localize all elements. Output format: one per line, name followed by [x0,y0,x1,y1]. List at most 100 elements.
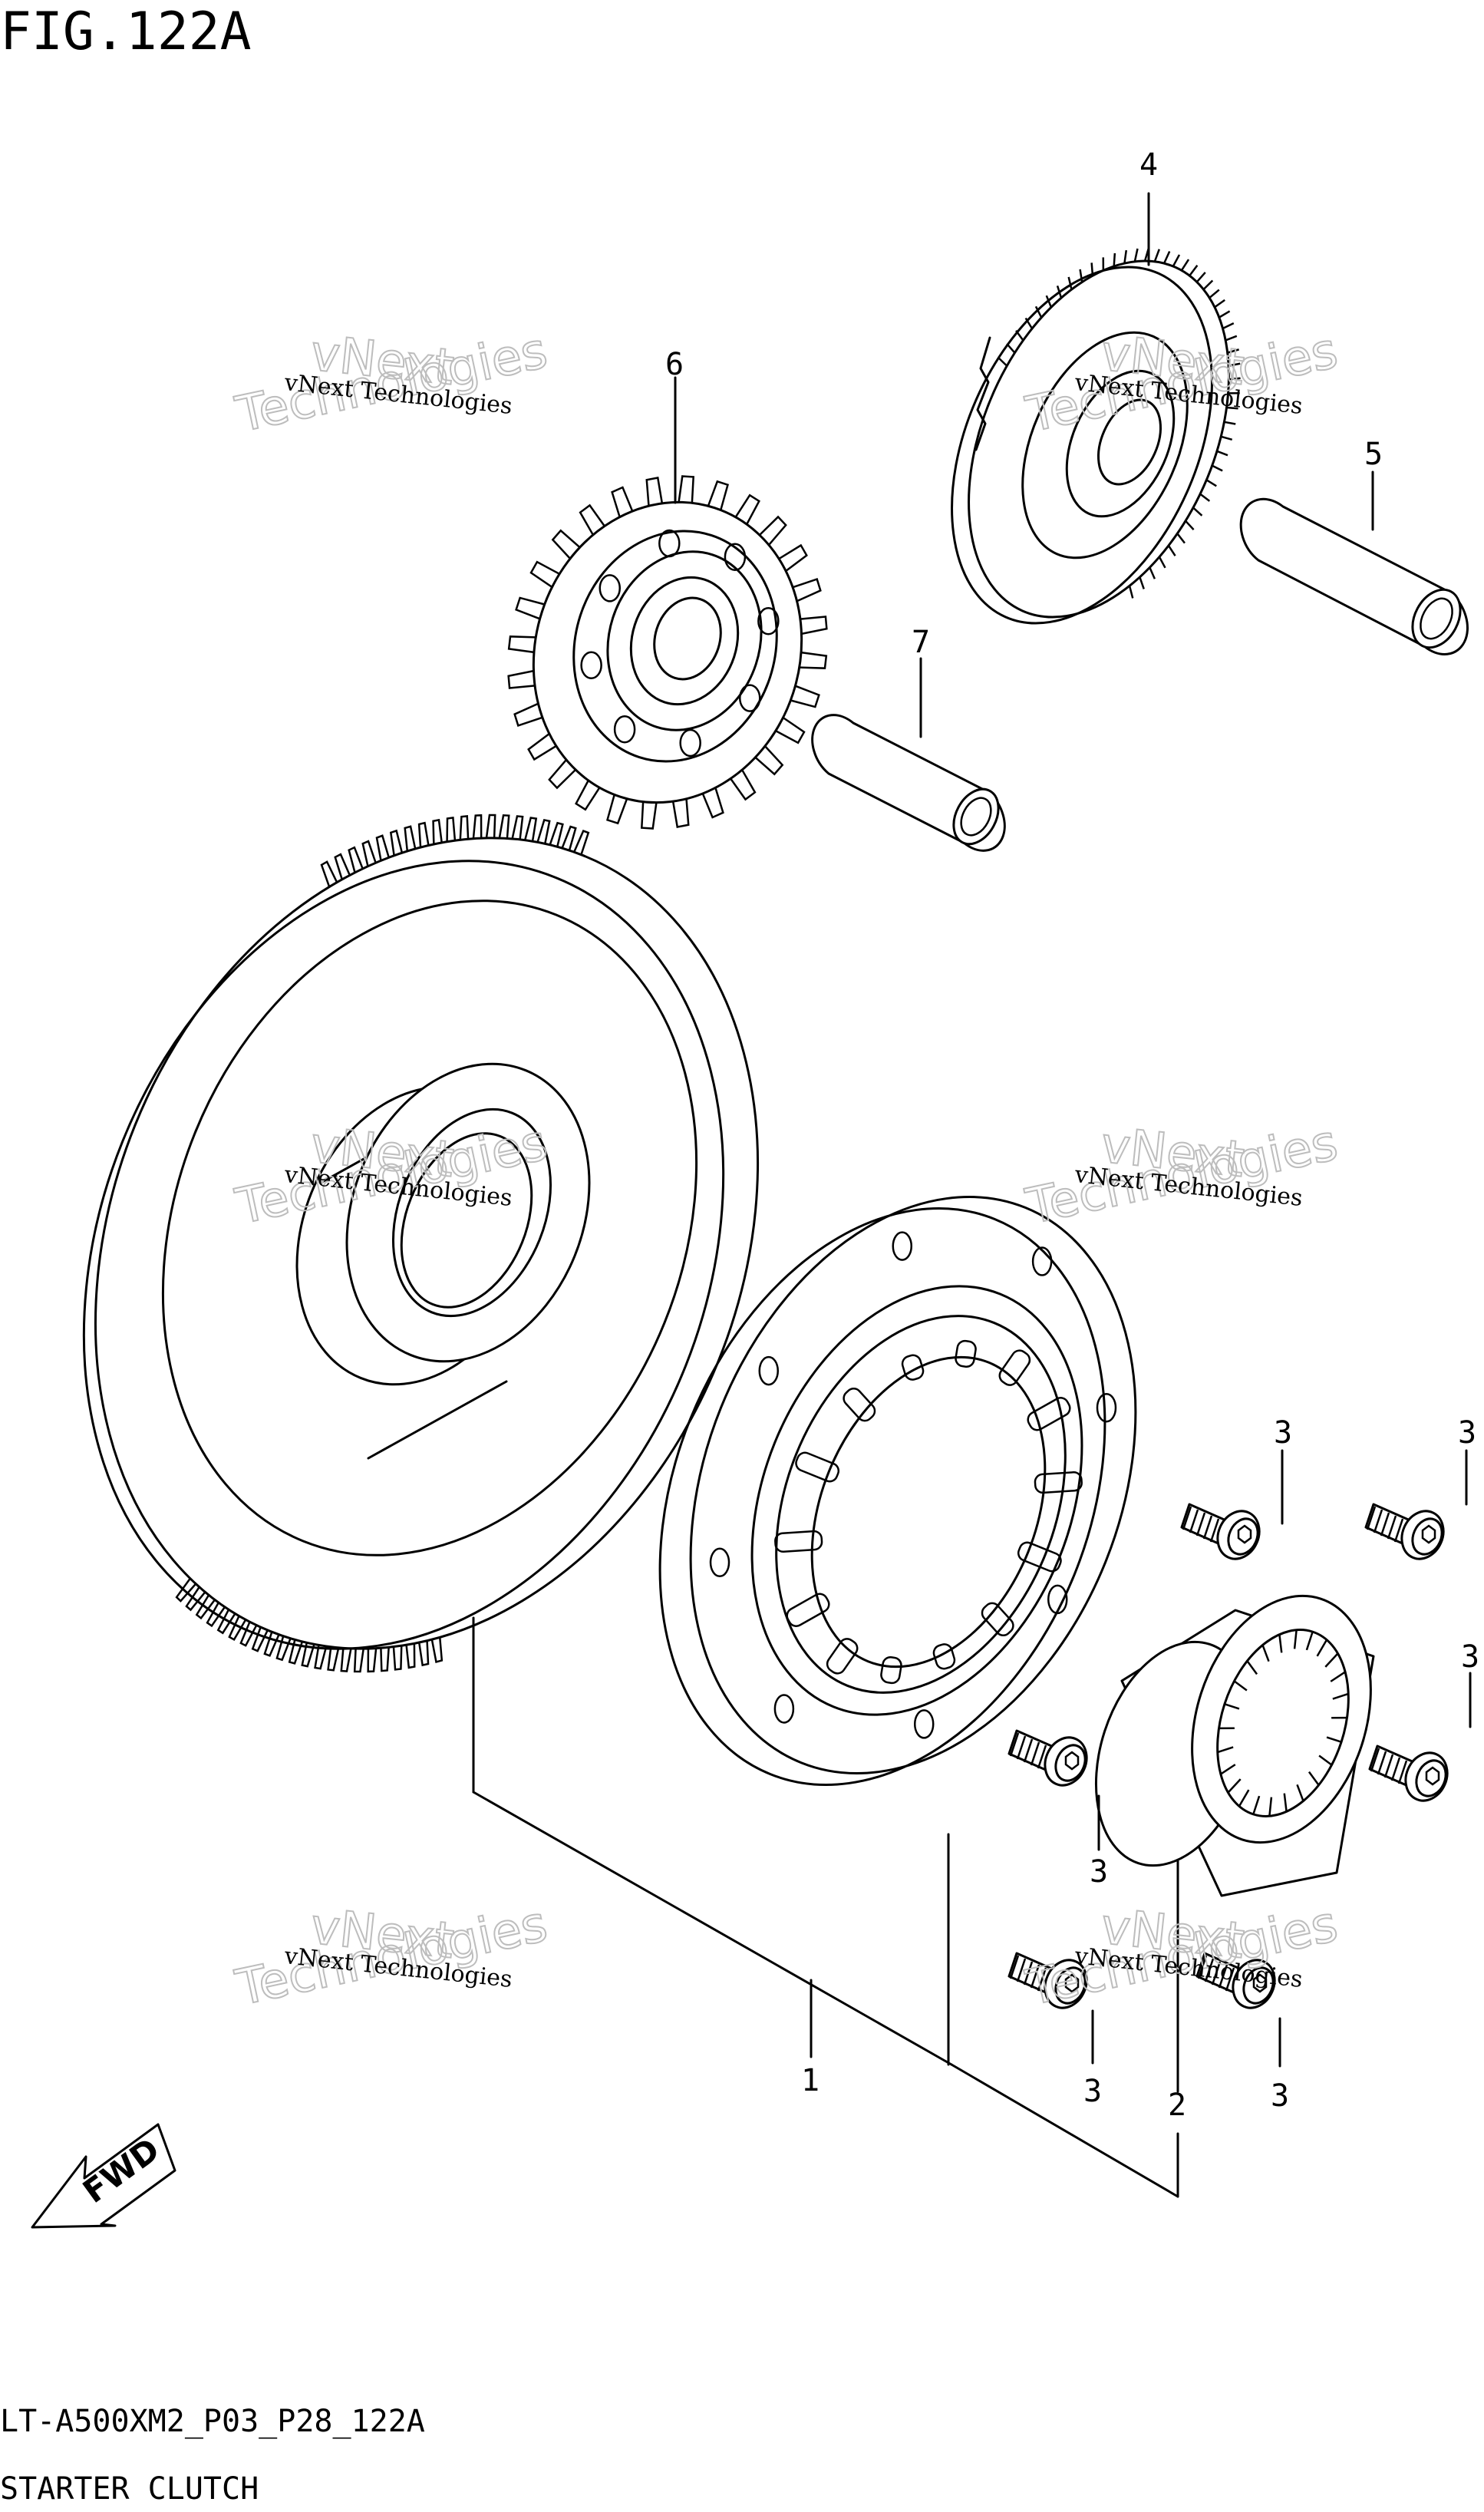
gear-hole [738,684,761,712]
gear-tooth [432,818,443,845]
gear-tooth [536,819,551,844]
gear-tooth [640,801,658,830]
needle-roller [1326,1736,1342,1743]
needle-roller [1227,1778,1242,1794]
gear-hole [613,715,636,744]
gear-tooth [353,1648,364,1673]
gear-tooth [1006,343,1016,354]
gear-tooth [511,815,524,840]
clutch-roller [1034,1471,1083,1494]
needle-roller [1268,1797,1273,1817]
gear-tooth [1153,249,1160,262]
gear-tooth [507,669,536,689]
gear-tooth [348,846,364,873]
callout-6: 6 [665,347,684,382]
callout-7: 7 [912,625,930,660]
gear-tooth [1222,322,1235,330]
callout-3c: 3 [1461,1639,1479,1675]
gear-hole [679,728,701,758]
gear-tooth [1216,450,1228,457]
needle-roller [1296,1784,1304,1801]
clutch-roller [843,1387,876,1422]
part-4-idle-gear [951,248,1241,625]
bolt-hole [1031,1246,1053,1276]
gear-tooth [327,1646,340,1672]
needle-roller [1332,1692,1349,1700]
socket-bolt [1007,1729,1088,1787]
gear-tooth [251,1626,269,1652]
gear-hole [599,574,622,602]
forward-direction-arrow: FWD [31,2123,176,2229]
gear-tooth [551,529,581,560]
callout-2: 2 [1168,2088,1186,2123]
bolt-hole [1047,1584,1068,1615]
gear-tooth [1225,335,1238,342]
gear-tooth [1113,253,1116,267]
gear-tooth [1189,264,1199,276]
needle-roller [1217,1746,1234,1754]
clutch-roller [795,1451,840,1483]
needle-roller [1318,1754,1333,1766]
gear-tooth [1212,464,1223,472]
gear-tooth [701,787,724,819]
gear-tooth [367,1648,378,1673]
gear-tooth [417,1640,430,1667]
gear-tooth [1024,317,1034,329]
clutch-roller [774,1530,823,1553]
gear-tooth [314,1645,328,1670]
callout-5: 5 [1364,437,1383,472]
gear-tooth [1219,310,1231,319]
needle-roller [1308,1771,1320,1786]
needle-roller [1252,1795,1261,1815]
bolt-hole [1096,1392,1117,1423]
gear-tooth [730,769,757,801]
clutch-roller [880,1655,902,1685]
gear-tooth [575,780,601,811]
gear-tooth [404,825,417,852]
gear-hole [658,529,681,558]
gear-tooth [515,596,546,620]
gear-tooth [998,357,1008,367]
gear-tooth [1139,576,1145,589]
gear-tooth [334,853,351,880]
gear-tooth [498,814,510,839]
gear-tooth [1192,507,1203,517]
part-1-starter-clutch-gear [82,814,759,1673]
socket-bolt [1180,1503,1261,1560]
gear-tooth [778,543,808,572]
needle-roller [1261,1645,1270,1662]
gear-tooth [523,817,538,842]
socket-bolt [1368,1745,1449,1802]
gear-tooth [275,1636,292,1662]
gear-hole [580,651,602,679]
gear-tooth [375,834,390,861]
callout-3d: 3 [1090,1854,1108,1890]
needle-roller [1220,1764,1236,1775]
bolt-hole [892,1231,913,1261]
gear-tooth [1172,254,1181,267]
gear-tooth [527,733,557,761]
gear-tooth [579,503,605,536]
needle-roller [1316,1639,1328,1657]
gear-tooth [239,1621,258,1647]
gear-tooth [606,794,628,825]
gear-tooth [759,515,787,546]
bolt-hole [709,1547,730,1578]
gear-tooth [707,480,729,510]
gear-tooth [417,821,430,848]
clutch-roller [932,1643,956,1670]
gear-tooth [389,829,404,857]
part-7-shaft [811,714,1006,852]
gear-tooth [1228,377,1241,381]
bolt-hole [773,1694,795,1724]
gear-tooth [1224,421,1236,425]
gear-tooth [1056,286,1063,299]
callouts: 4 5 6 7 3 3 3 3 3 3 1 2 [665,147,1479,2123]
gear-hole [724,543,747,572]
gear-tooth [1123,249,1128,264]
leader-lines [472,192,1472,2198]
gear-tooth [1133,248,1139,262]
clutch-roller [786,1593,830,1627]
gear-tooth [1045,295,1053,308]
gear-tooth [216,1609,236,1635]
